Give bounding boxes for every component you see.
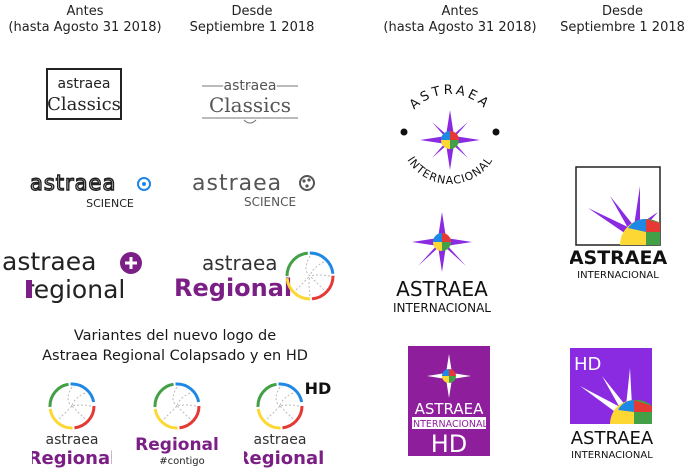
- header-col1-line2: (hasta Agosto 31 2018): [8, 20, 162, 35]
- regional-old-line2: regional: [24, 275, 125, 304]
- classics-old-line1: astraea: [58, 76, 111, 92]
- science-old-logo: astraea SCIENCE: [29, 170, 151, 210]
- ring-arc-text: ASTRAEA: [407, 83, 494, 113]
- variant3-logo: HD astraea Regional: [244, 379, 332, 468]
- header-col1: Antes (hasta Agosto 31 2018): [5, 4, 165, 36]
- header-col3-line2: (hasta Agosto 31 2018): [383, 20, 537, 35]
- regional-new-logo: astraea Regional: [174, 251, 335, 302]
- internacional-old-star-icon: [412, 212, 472, 272]
- variant1-logo: astraea Regional: [32, 382, 112, 468]
- ring-compass-star-icon: [420, 110, 480, 170]
- header-col2-line1: Desde: [231, 4, 273, 19]
- plus-icon: [120, 252, 142, 274]
- header-col4-line2: Septiembre 1 2018: [560, 20, 685, 35]
- variant2-swirl-icon: [153, 382, 201, 430]
- internacional-ring-logo: ASTRAEA INTERNACIONAL: [400, 83, 500, 187]
- variant1-line2: Regional: [32, 448, 112, 468]
- header-col2-line2: Septiembre 1 2018: [189, 20, 315, 35]
- classics-old-line2: Classics: [47, 94, 121, 115]
- science-new-line2: SCIENCE: [244, 195, 296, 209]
- regional-new-line2: Regional: [174, 274, 292, 302]
- science-new-line1: astraea: [192, 171, 282, 196]
- header-col3-line1: Antes: [441, 4, 479, 19]
- internacional-new-line2: INTERNACIONAL: [577, 270, 659, 281]
- hd-old-line3: HD: [431, 430, 468, 458]
- internacional-new-star-icon: [588, 186, 660, 245]
- science-new-atom-icon: [299, 175, 315, 191]
- internacional-old-line2: INTERNACIONAL: [393, 301, 491, 315]
- classics-old-logo: astraea Classics: [46, 68, 122, 120]
- header-col2: Desde Septiembre 1 2018: [182, 4, 322, 36]
- classics-new-logo: astraea Classics: [202, 77, 298, 124]
- variant3-line2: Regional: [244, 448, 324, 468]
- hd-old-star-icon: [427, 354, 471, 398]
- header-col4: Desde Septiembre 1 2018: [555, 4, 690, 36]
- variant2-logo: Regional #contigo: [136, 382, 218, 467]
- hd-new-logo: HD ASTRAEA INTERNACIONAL: [570, 348, 654, 461]
- regional-old-logo: astraea regional: [2, 247, 142, 304]
- classics-new-line2: Classics: [209, 93, 291, 117]
- internacional-new-logo: ASTRAEA INTERNACIONAL: [570, 166, 667, 281]
- header-col3: Antes (hasta Agosto 31 2018): [380, 4, 540, 36]
- science-old-line1: astraea: [30, 171, 116, 195]
- variants-caption-line1: Variantes del nuevo logo de: [73, 328, 277, 344]
- hd-new-line1: ASTRAEA: [571, 428, 654, 449]
- science-old-atom-icon: [137, 177, 151, 191]
- internacional-new-line1: ASTRAEA: [570, 247, 667, 269]
- science-new-logo: astraea SCIENCE: [192, 171, 315, 209]
- variant1-line1: astraea: [46, 432, 99, 448]
- regional-old-line1: astraea: [2, 247, 96, 276]
- hd-old-line2: INTERNACIONAL: [410, 419, 488, 430]
- variants-caption-line2: Astraea Regional Colapsado y en HD: [42, 348, 308, 364]
- hd-new-line2: INTERNACIONAL: [571, 450, 653, 461]
- hd-old-logo: ASTRAEA INTERNACIONAL HD: [408, 346, 490, 458]
- classics-new-line1: astraea: [224, 78, 277, 94]
- hd-old-line1: ASTRAEA: [415, 400, 484, 418]
- variant3-hd-badge: HD: [305, 379, 332, 398]
- variant2-line2: #contigo: [159, 456, 205, 467]
- variants-caption: Variantes del nuevo logo de Astraea Regi…: [10, 326, 340, 366]
- hd-new-badge: HD: [574, 354, 601, 375]
- variant2-line1: Regional: [136, 435, 218, 455]
- science-old-line2: SCIENCE: [86, 197, 134, 210]
- regional-new-line1: astraea: [202, 251, 278, 275]
- variant1-swirl-icon: [48, 382, 96, 430]
- regional-swirl-icon: [285, 251, 335, 301]
- internacional-old-logo: ASTRAEA INTERNACIONAL: [393, 212, 491, 315]
- ring-arc-label: ASTRAEA: [407, 83, 491, 113]
- hd-new-star-icon: [580, 368, 652, 424]
- header-col1-line1: Antes: [66, 4, 104, 19]
- variant3-line1: astraea: [254, 432, 307, 448]
- header-col4-line1: Desde: [601, 4, 644, 19]
- internacional-old-line1: ASTRAEA: [396, 277, 488, 301]
- variant3-swirl-icon: [256, 382, 304, 430]
